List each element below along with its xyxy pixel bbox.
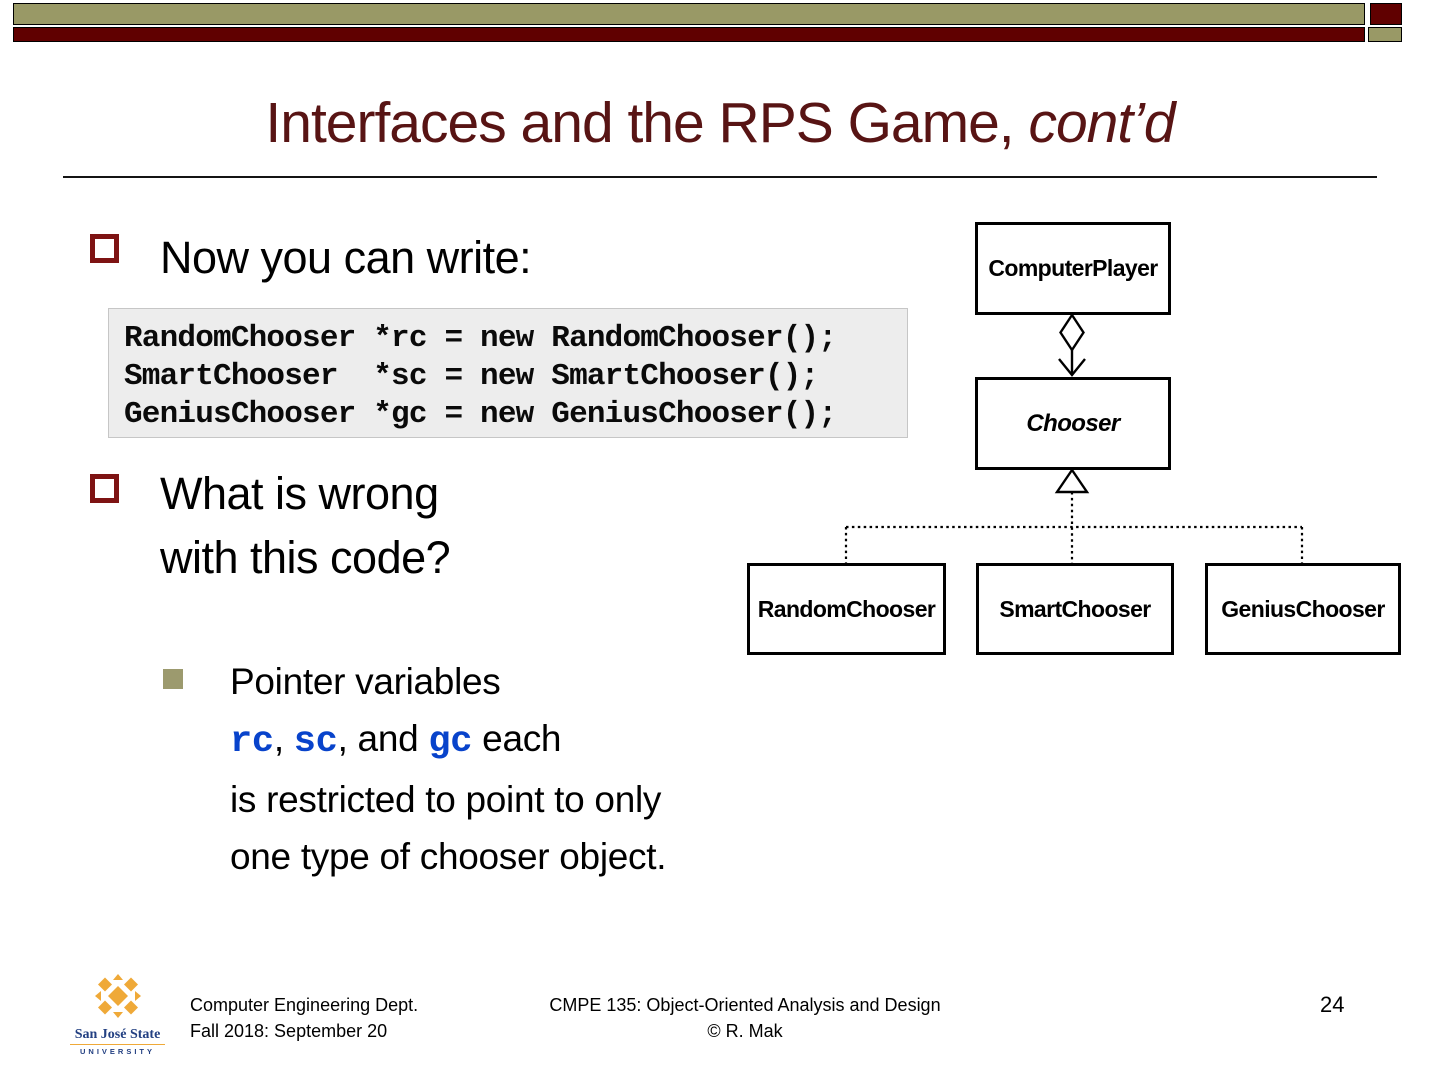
footer-date: Fall 2018: September 20 bbox=[190, 1021, 388, 1041]
footer-course: CMPE 135: Object-Oriented Analysis and D… bbox=[549, 995, 941, 1015]
code-line-3: GeniusChooser *gc = new GeniusChooser(); bbox=[124, 397, 837, 432]
aggregation-diamond-icon bbox=[1059, 312, 1085, 353]
footer-center: CMPE 135: Object-Oriented Analysis and D… bbox=[520, 992, 970, 1044]
top-bar-accent-square-olive bbox=[1368, 27, 1402, 42]
bullet-square-icon bbox=[90, 474, 119, 503]
sjsu-logo-icon bbox=[94, 974, 141, 1018]
top-bar-dark-red bbox=[13, 27, 1365, 42]
code-token-sc: sc bbox=[293, 721, 338, 763]
uml-class-randomchooser: RandomChooser bbox=[747, 563, 946, 655]
footer-copyright: © R. Mak bbox=[707, 1021, 783, 1041]
logo-wordmark: San José State bbox=[74, 1027, 161, 1042]
code-line-2: SmartChooser *sc = new SmartChooser(); bbox=[124, 359, 819, 394]
slide-title: Interfaces and the RPS Game, cont’d bbox=[0, 90, 1440, 156]
uml-class-chooser: Chooser bbox=[975, 377, 1171, 470]
code-block: RandomChooser *rc = new RandomChooser();… bbox=[108, 308, 908, 438]
uml-class-smartchooser: SmartChooser bbox=[976, 563, 1174, 655]
code-line-1: RandomChooser *rc = new RandomChooser(); bbox=[124, 321, 837, 356]
page-number: 24 bbox=[1320, 992, 1345, 1017]
bullet-square-icon bbox=[90, 234, 119, 263]
top-bar-accent-square-red bbox=[1370, 3, 1402, 25]
top-bar-olive bbox=[13, 3, 1365, 25]
slide-title-main: Interfaces and the RPS Game, bbox=[265, 91, 1029, 155]
sjsu-logo: San José State UNIVERSITY bbox=[70, 973, 165, 1056]
bullet2-text: What is wrong with this code? bbox=[160, 468, 451, 583]
code-token-gc: gc bbox=[428, 721, 473, 763]
bullet1-text: Now you can write: bbox=[160, 232, 532, 283]
slide-title-emphasis: cont’d bbox=[1028, 91, 1175, 155]
sub-bullet-square-icon bbox=[163, 669, 183, 689]
text-segment: Pointer variables bbox=[230, 661, 501, 702]
uml-connectors bbox=[844, 312, 1304, 563]
footer-left: Computer Engineering Dept. Fall 2018: Se… bbox=[190, 992, 418, 1044]
logo-university-label: UNIVERSITY bbox=[70, 1044, 165, 1056]
uml-class-computerplayer: ComputerPlayer bbox=[975, 222, 1171, 315]
dashed-connector-lines bbox=[844, 492, 1304, 563]
uml-class-diagram: ComputerPlayer Chooser RandomChooser Sma… bbox=[740, 215, 1405, 660]
uml-class-geniuschooser: GeniusChooser bbox=[1205, 563, 1401, 655]
generalization-triangle-icon bbox=[1054, 467, 1090, 494]
footer-dept: Computer Engineering Dept. bbox=[190, 995, 419, 1015]
text-segment: each is restricted to point to only one … bbox=[230, 718, 667, 877]
sub-bullet-text: Pointer variables rc, sc, and gc each is… bbox=[230, 653, 870, 885]
open-arrowhead-icon bbox=[1058, 358, 1086, 377]
text-segment: , and bbox=[337, 718, 429, 759]
code-token-rc: rc bbox=[230, 721, 274, 763]
text-segment: , bbox=[273, 718, 294, 759]
title-divider bbox=[63, 176, 1377, 178]
